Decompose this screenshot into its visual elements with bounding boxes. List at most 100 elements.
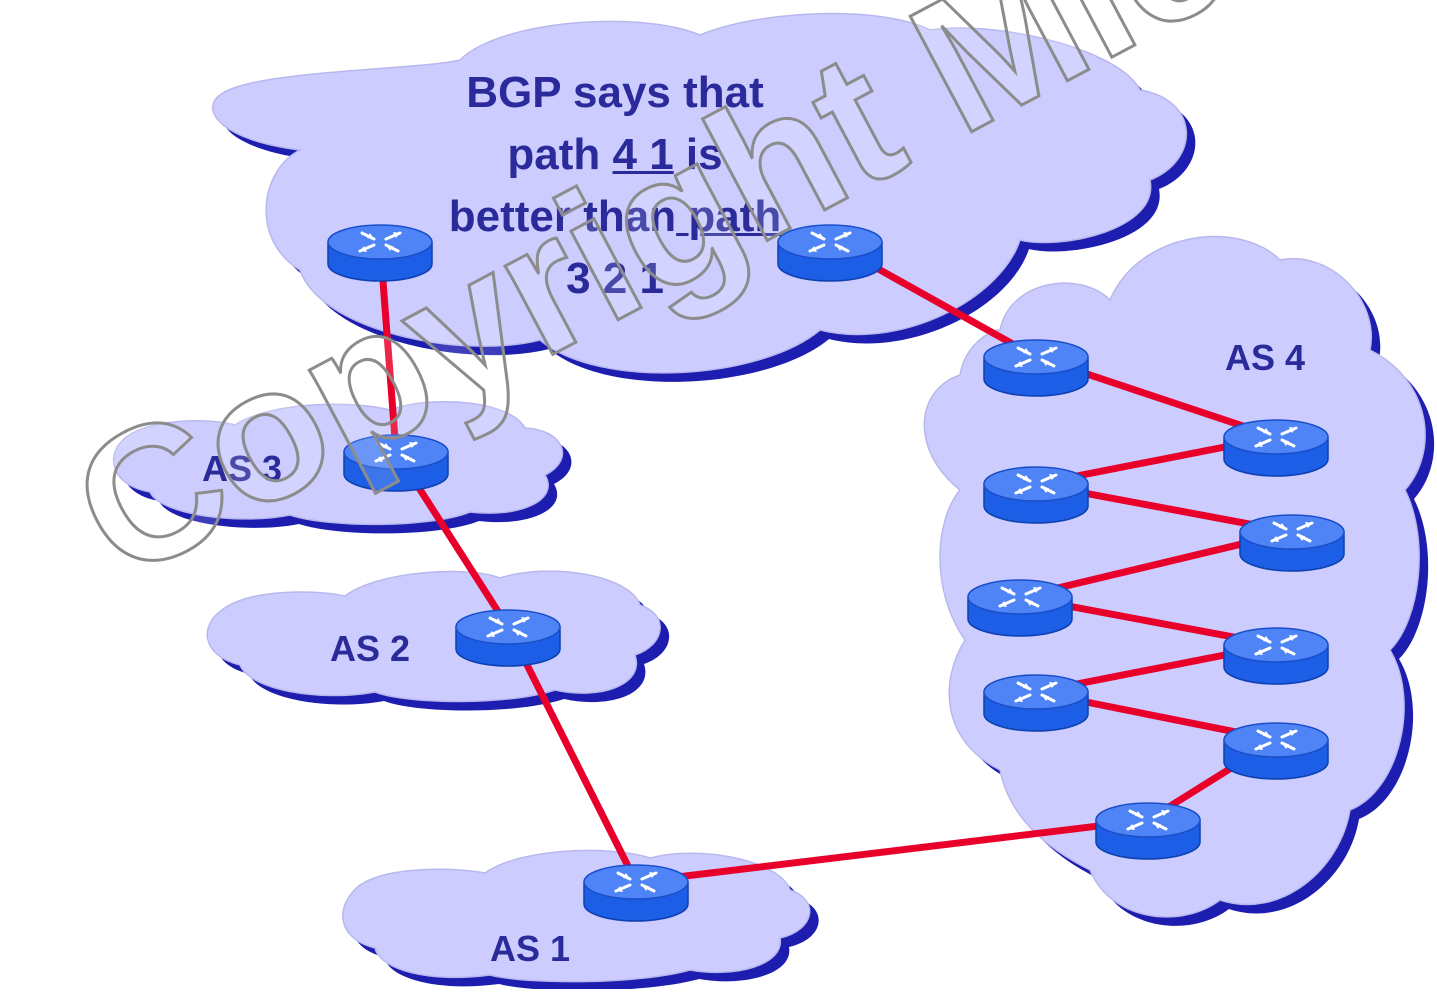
claim-line-1: BGP says that — [466, 68, 764, 117]
router-arrowhead — [1272, 536, 1279, 542]
router-arrowhead — [376, 456, 383, 462]
cloud-as3 — [112, 400, 572, 534]
router-arrowhead — [1007, 588, 1014, 594]
router-arrowhead — [1023, 348, 1030, 354]
claim-path-4-1: 4 1 — [612, 130, 674, 179]
router-arrowhead — [1016, 361, 1023, 367]
router-arrowhead — [1298, 535, 1305, 541]
router-arrowhead — [1256, 649, 1263, 655]
router-icon — [967, 579, 1073, 637]
router-top — [1239, 514, 1345, 550]
as3-label: AS 3 — [202, 448, 283, 489]
router-icon — [1239, 514, 1345, 572]
router-top — [967, 579, 1073, 615]
router-arrowhead — [836, 245, 843, 251]
router-top — [327, 224, 433, 260]
router-arrowhead — [1289, 427, 1296, 433]
routers-layer — [327, 224, 1345, 922]
router-arrowhead — [1042, 360, 1049, 366]
router-arrowhead — [1263, 428, 1270, 434]
bgp-claim-text: BGP says that path 4 1 is better than pa… — [395, 62, 835, 310]
router-arrowhead — [1000, 601, 1007, 607]
router-icon — [1223, 627, 1329, 685]
router-arrowhead — [1042, 695, 1049, 701]
router-top — [455, 609, 561, 645]
claim-line-2-post: is — [673, 130, 723, 179]
router-arrowhead — [1161, 810, 1168, 816]
as2-label: AS 2 — [330, 628, 411, 669]
claim-path-word: path — [676, 192, 782, 241]
router-top — [1223, 722, 1329, 758]
router-icon — [327, 224, 433, 282]
router-icon — [777, 224, 883, 282]
cloud-as2 — [206, 570, 670, 711]
router-arrowhead — [1128, 824, 1135, 830]
router-arrowhead — [1154, 823, 1161, 829]
router-arrowhead — [1016, 696, 1023, 702]
claim-line-4: 3 2 1 — [566, 254, 664, 303]
router-icon — [983, 674, 1089, 732]
as4-label: AS 4 — [1225, 337, 1306, 378]
router-top — [583, 864, 689, 900]
router-arrowhead — [1049, 682, 1056, 688]
router-top — [983, 466, 1089, 502]
router-icon — [983, 339, 1089, 397]
claim-line-2-pre: path — [507, 130, 613, 179]
router-arrowhead — [1263, 731, 1270, 737]
router-arrowhead — [514, 630, 521, 636]
router-top — [983, 339, 1089, 375]
router-top — [777, 224, 883, 260]
router-arrowhead — [409, 442, 416, 448]
router-arrowhead — [1256, 744, 1263, 750]
router-arrowhead — [1135, 811, 1142, 817]
cloud-top — [212, 12, 1196, 382]
cloud-top-body — [212, 12, 1187, 374]
cloud-as3-body — [112, 400, 564, 526]
claim-line-2: path 4 1 is — [395, 124, 835, 186]
router-arrowhead — [1282, 743, 1289, 749]
router-top — [1095, 802, 1201, 838]
router-arrowhead — [393, 232, 400, 238]
router-arrowhead — [386, 245, 393, 251]
router-arrowhead — [1279, 523, 1286, 529]
router-arrowhead — [817, 233, 824, 239]
router-arrowhead — [623, 873, 630, 879]
router-icon — [455, 609, 561, 667]
router-arrowhead — [1289, 635, 1296, 641]
router-icon — [1095, 802, 1201, 860]
cloud-as2-body — [206, 570, 661, 703]
router-arrowhead — [1289, 730, 1296, 736]
clouds-layer — [112, 12, 1435, 991]
link-r_as1-r_as4_i — [632, 816, 1152, 886]
router-arrowhead — [1049, 347, 1056, 353]
router-arrowhead — [1049, 474, 1056, 480]
router-arrowhead — [810, 246, 817, 252]
router-arrowhead — [1026, 600, 1033, 606]
claim-line-3: better than path — [395, 186, 835, 248]
router-arrowhead — [360, 246, 367, 252]
router-arrowhead — [1042, 487, 1049, 493]
router-arrowhead — [649, 872, 656, 878]
router-arrowhead — [1263, 636, 1270, 642]
router-arrowhead — [367, 233, 374, 239]
router-arrowhead — [1023, 683, 1030, 689]
router-arrowhead — [488, 631, 495, 637]
claim-line-3-pre: better than — [448, 192, 677, 241]
router-top — [1223, 419, 1329, 455]
router-arrowhead — [402, 455, 409, 461]
router-icon — [583, 864, 689, 922]
router-arrowhead — [1282, 648, 1289, 654]
router-arrowhead — [521, 617, 528, 623]
router-arrowhead — [1023, 475, 1030, 481]
router-top — [983, 674, 1089, 710]
cloud-as1-body — [342, 849, 811, 983]
router-icon — [983, 466, 1089, 524]
router-arrowhead — [843, 232, 850, 238]
router-icon — [1223, 722, 1329, 780]
router-arrowhead — [1016, 488, 1023, 494]
router-icon — [343, 434, 449, 492]
router-top — [1223, 627, 1329, 663]
router-arrowhead — [495, 618, 502, 624]
as1-label: AS 1 — [490, 928, 571, 969]
